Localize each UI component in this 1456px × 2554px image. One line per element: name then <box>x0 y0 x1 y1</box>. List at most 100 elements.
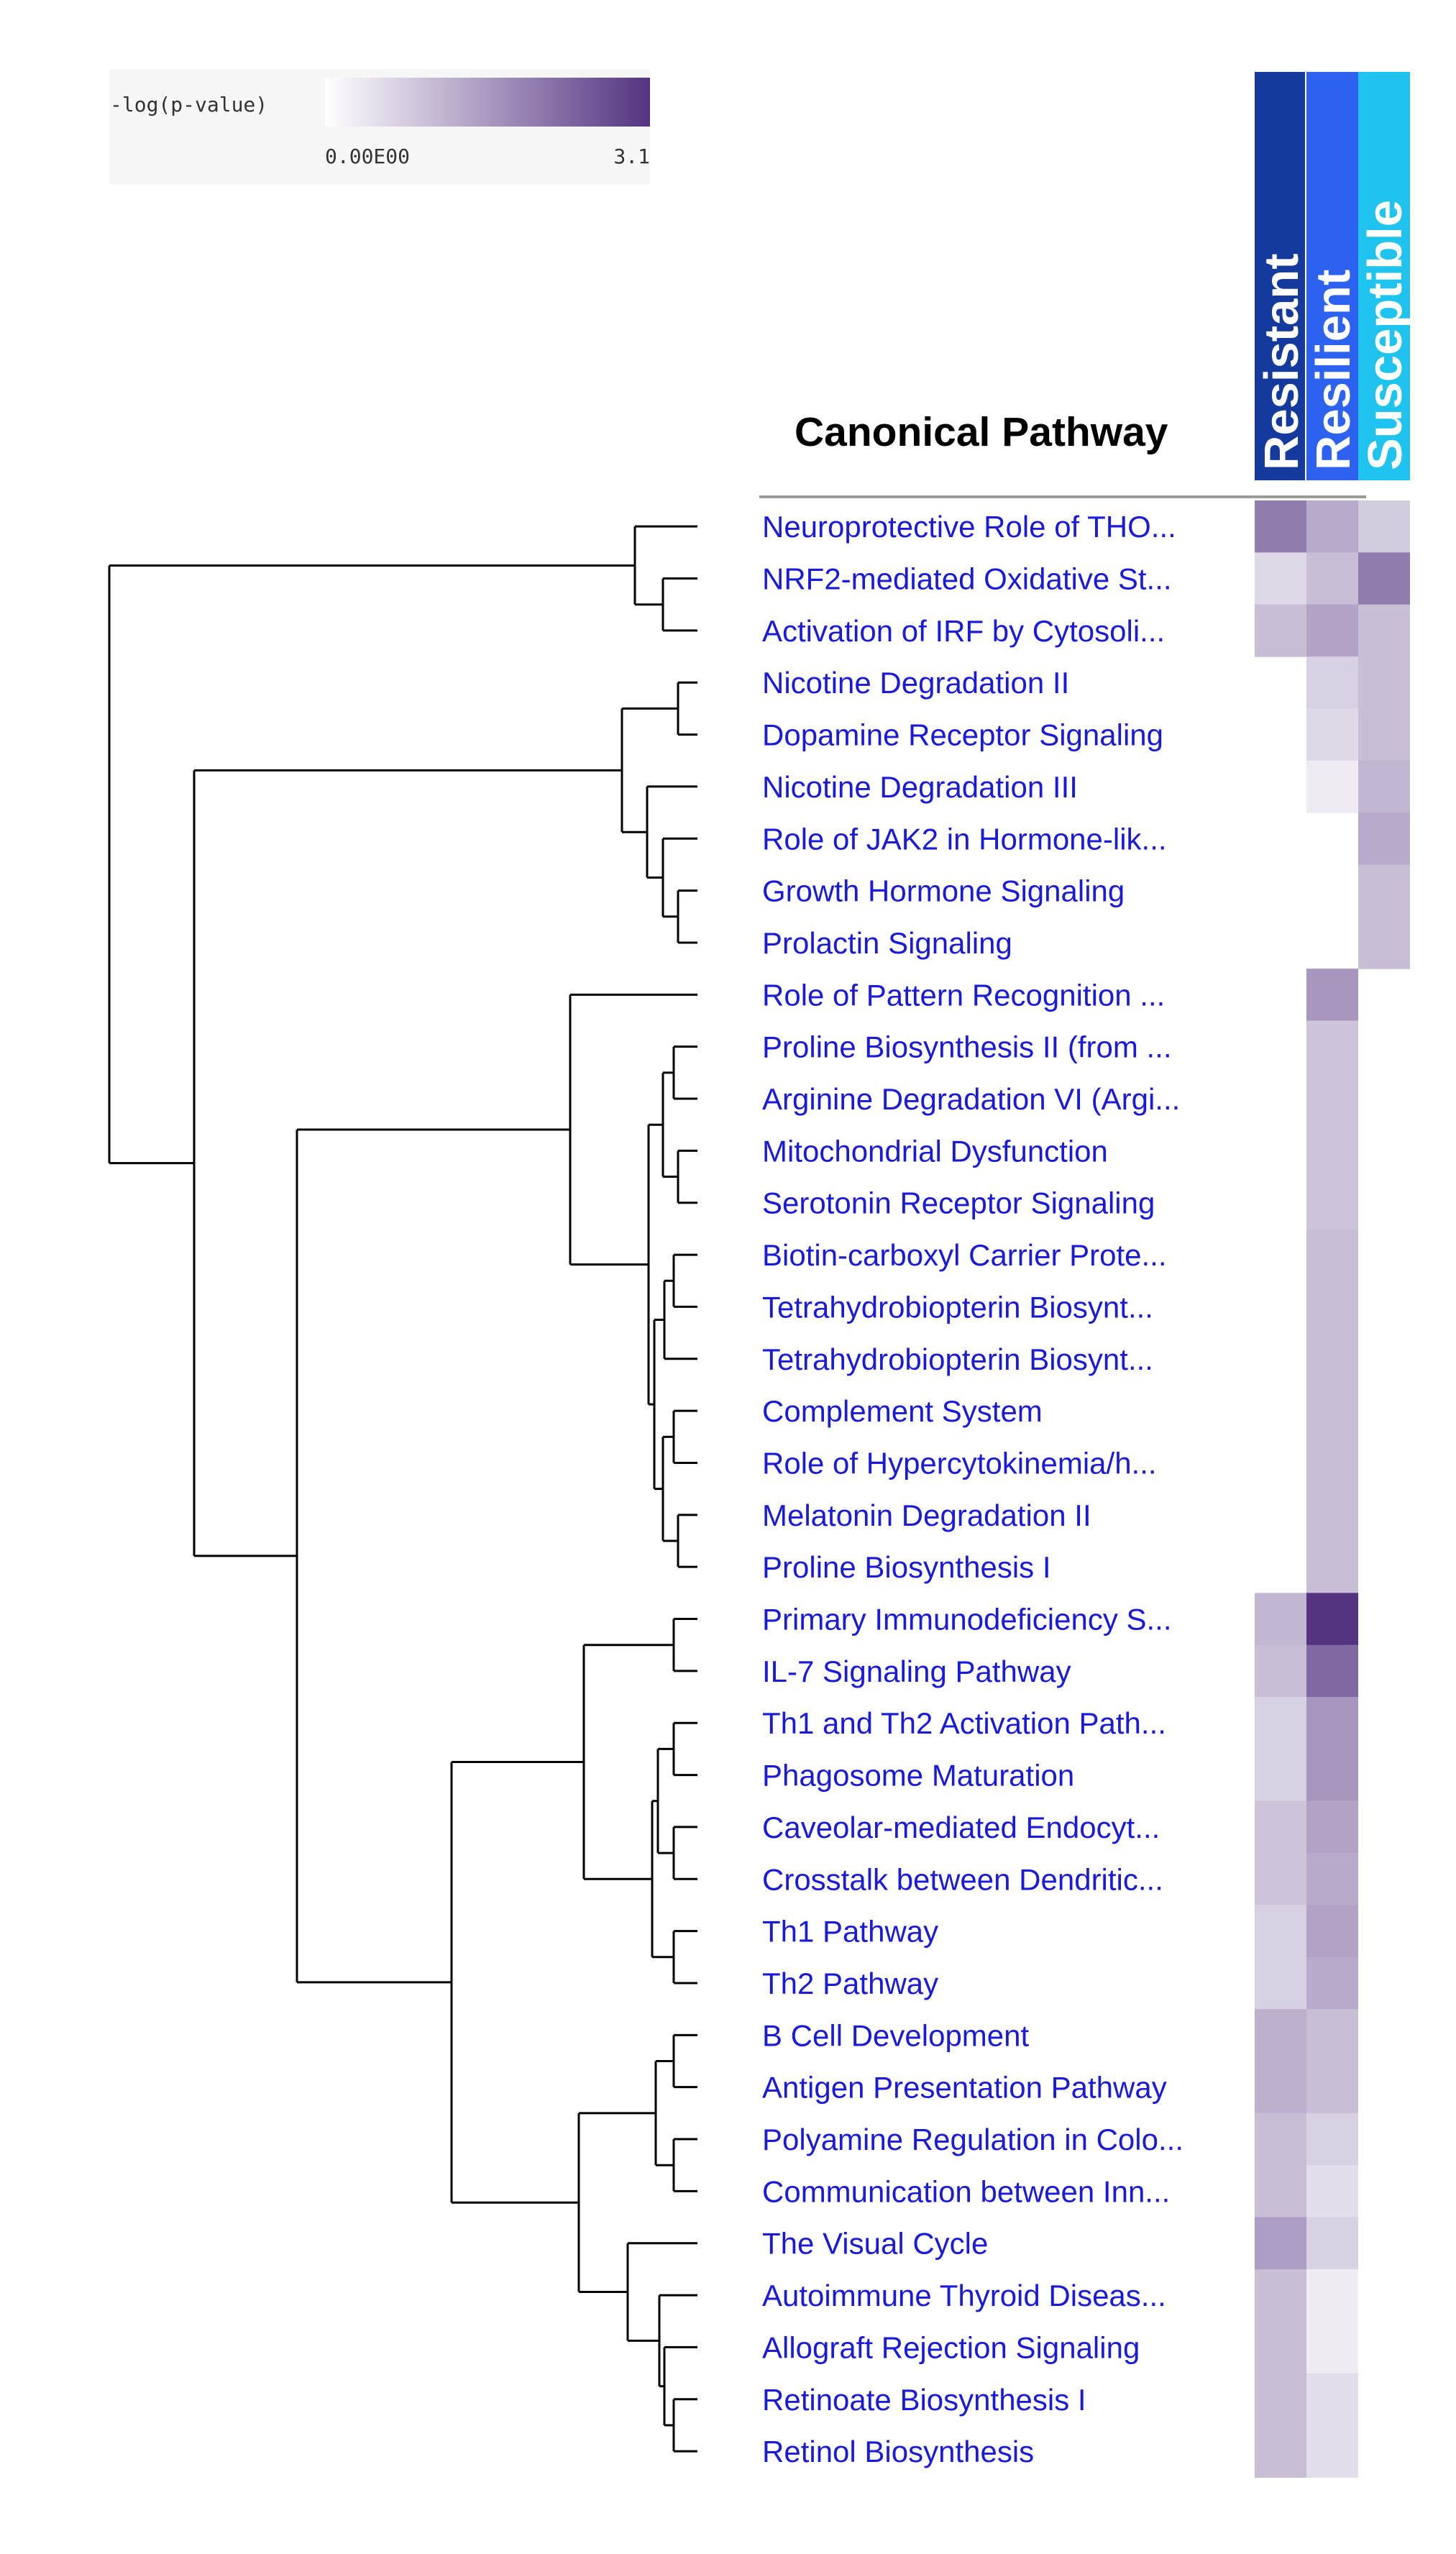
heatmap-cell[interactable] <box>1255 604 1306 657</box>
heatmap-cell[interactable] <box>1306 1332 1358 1386</box>
heatmap-cell[interactable] <box>1358 656 1410 710</box>
pathway-label[interactable]: NRF2-mediated Oxidative St... <box>762 562 1172 596</box>
pathway-label[interactable]: Communication between Inn... <box>762 2174 1170 2208</box>
heatmap-cell[interactable] <box>1306 708 1358 761</box>
pathway-label[interactable]: Primary Immunodeficiency S... <box>762 1603 1172 1637</box>
heatmap-cell[interactable] <box>1255 2321 1306 2374</box>
heatmap-cell[interactable] <box>1306 1749 1358 1802</box>
heatmap-cell[interactable] <box>1306 969 1358 1022</box>
heatmap-cell[interactable] <box>1306 2373 1358 2426</box>
pathway-label[interactable]: Tetrahydrobiopterin Biosynt... <box>762 1342 1153 1376</box>
heatmap-cell[interactable] <box>1358 500 1410 553</box>
pathway-label[interactable]: Dopamine Receptor Signaling <box>762 718 1163 752</box>
heatmap-cell[interactable] <box>1306 552 1358 605</box>
heatmap-cell[interactable] <box>1306 1228 1358 1281</box>
heatmap-cell[interactable] <box>1255 2425 1306 2478</box>
heatmap-cell[interactable] <box>1255 2217 1306 2270</box>
pathway-label[interactable]: Prolactin Signaling <box>762 926 1012 960</box>
heatmap-cell[interactable] <box>1255 1697 1306 1750</box>
heatmap-cell[interactable] <box>1255 1644 1306 1698</box>
heatmap-cell[interactable] <box>1306 1541 1358 1593</box>
heatmap-cell[interactable] <box>1306 1020 1358 1074</box>
heatmap-cell[interactable] <box>1358 916 1410 969</box>
heatmap-cell[interactable] <box>1255 1749 1306 1802</box>
pathway-label[interactable]: Tetrahydrobiopterin Biosynt... <box>762 1290 1153 1324</box>
pathway-label[interactable]: Activation of IRF by Cytosoli... <box>762 614 1165 648</box>
heatmap-cell[interactable] <box>1255 2061 1306 2114</box>
pathway-label[interactable]: Nicotine Degradation II <box>762 666 1069 700</box>
pathway-label[interactable]: Th2 Pathway <box>762 1967 938 2000</box>
pathway-label[interactable]: Caveolar-mediated Endocyt... <box>762 1811 1160 1844</box>
heatmap-cell[interactable] <box>1306 1956 1358 2010</box>
heatmap-cell[interactable] <box>1255 1853 1306 1906</box>
pathway-label[interactable]: Role of Pattern Recognition ... <box>762 978 1165 1012</box>
heatmap-cell[interactable] <box>1306 1800 1358 1854</box>
heatmap-cell[interactable] <box>1306 1488 1358 1542</box>
pathway-label[interactable]: Proline Biosynthesis I <box>762 1550 1051 1584</box>
heatmap-cell[interactable] <box>1306 1384 1358 1437</box>
heatmap-cell[interactable] <box>1358 864 1410 917</box>
heatmap-cell[interactable] <box>1306 1644 1358 1698</box>
heatmap-cell[interactable] <box>1306 2321 1358 2374</box>
pathway-label[interactable]: Th1 Pathway <box>762 1915 938 1949</box>
pathway-label[interactable]: Allograft Rejection Signaling <box>762 2330 1140 2364</box>
pathway-label[interactable]: Serotonin Receptor Signaling <box>762 1186 1155 1220</box>
pathway-label[interactable]: Complement System <box>762 1394 1043 1428</box>
heatmap-cell[interactable] <box>1306 1176 1358 1230</box>
pathway-label[interactable]: Nicotine Degradation III <box>762 770 1078 804</box>
heatmap-cell[interactable] <box>1306 2113 1358 2166</box>
heatmap-cell[interactable] <box>1306 1853 1358 1906</box>
heatmap-cell[interactable] <box>1306 604 1358 657</box>
heatmap-cell[interactable] <box>1306 2217 1358 2270</box>
pathway-label[interactable]: Proline Biosynthesis II (from ... <box>762 1030 1172 1064</box>
heatmap-cell[interactable] <box>1306 2061 1358 2114</box>
pathway-label[interactable]: Role of Hypercytokinemia/h... <box>762 1446 1157 1480</box>
pathway-label[interactable]: IL-7 Signaling Pathway <box>762 1654 1071 1688</box>
heatmap-cell[interactable] <box>1306 500 1358 553</box>
pathway-label[interactable]: Arginine Degradation VI (Argi... <box>762 1082 1180 1116</box>
heatmap-cell[interactable] <box>1255 2269 1306 2322</box>
heatmap-cell[interactable] <box>1255 1956 1306 2010</box>
pathway-label[interactable]: Retinol Biosynthesis <box>762 2435 1034 2468</box>
heatmap-cell[interactable] <box>1255 2373 1306 2426</box>
pathway-label[interactable]: Phagosome Maturation <box>762 1759 1074 1793</box>
heatmap-cell[interactable] <box>1306 1697 1358 1750</box>
heatmap-cell[interactable] <box>1255 1593 1306 1646</box>
pathway-label[interactable]: Growth Hormone Signaling <box>762 874 1125 908</box>
heatmap-cell[interactable] <box>1358 813 1410 866</box>
heatmap-cell[interactable] <box>1306 1125 1358 1178</box>
heatmap-cell[interactable] <box>1255 1800 1306 1854</box>
heatmap-cell[interactable] <box>1306 2269 1358 2322</box>
pathway-label[interactable]: Melatonin Degradation II <box>762 1498 1091 1532</box>
heatmap-cell[interactable] <box>1358 604 1410 657</box>
pathway-label[interactable]: Autoimmune Thyroid Diseas... <box>762 2279 1166 2312</box>
pathway-label[interactable]: Crosstalk between Dendritic... <box>762 1862 1163 1896</box>
heatmap-cell[interactable] <box>1255 500 1306 553</box>
heatmap-cell[interactable] <box>1255 2009 1306 2062</box>
pathway-label[interactable]: Mitochondrial Dysfunction <box>762 1134 1108 1168</box>
pathway-label[interactable]: Role of JAK2 in Hormone-lik... <box>762 822 1167 856</box>
heatmap-cell[interactable] <box>1306 1281 1358 1334</box>
pathway-label[interactable]: Antigen Presentation Pathway <box>762 2071 1167 2105</box>
pathway-label[interactable]: B Cell Development <box>762 2018 1030 2052</box>
heatmap-cell[interactable] <box>1358 708 1410 761</box>
pathway-label[interactable]: Th1 and Th2 Activation Path... <box>762 1706 1166 1740</box>
heatmap-cell[interactable] <box>1358 552 1410 605</box>
heatmap-cell[interactable] <box>1306 1905 1358 1958</box>
heatmap-cell[interactable] <box>1306 1593 1358 1646</box>
heatmap-cell[interactable] <box>1306 760 1358 813</box>
heatmap-cell[interactable] <box>1306 2009 1358 2062</box>
heatmap-cell[interactable] <box>1306 1072 1358 1125</box>
heatmap-cell[interactable] <box>1306 656 1358 710</box>
heatmap-cell[interactable] <box>1255 2113 1306 2166</box>
pathway-label[interactable]: Neuroprotective Role of THO... <box>762 510 1176 544</box>
heatmap-cell[interactable] <box>1358 760 1410 813</box>
pathway-label[interactable]: The Visual Cycle <box>762 2227 988 2261</box>
heatmap-cell[interactable] <box>1306 2425 1358 2478</box>
pathway-label[interactable]: Biotin-carboxyl Carrier Prote... <box>762 1238 1167 1272</box>
pathway-label[interactable]: Polyamine Regulation in Colo... <box>762 2123 1183 2156</box>
heatmap-cell[interactable] <box>1255 552 1306 605</box>
heatmap-cell[interactable] <box>1306 1437 1358 1490</box>
heatmap-cell[interactable] <box>1255 1905 1306 1958</box>
heatmap-cell[interactable] <box>1255 2165 1306 2218</box>
